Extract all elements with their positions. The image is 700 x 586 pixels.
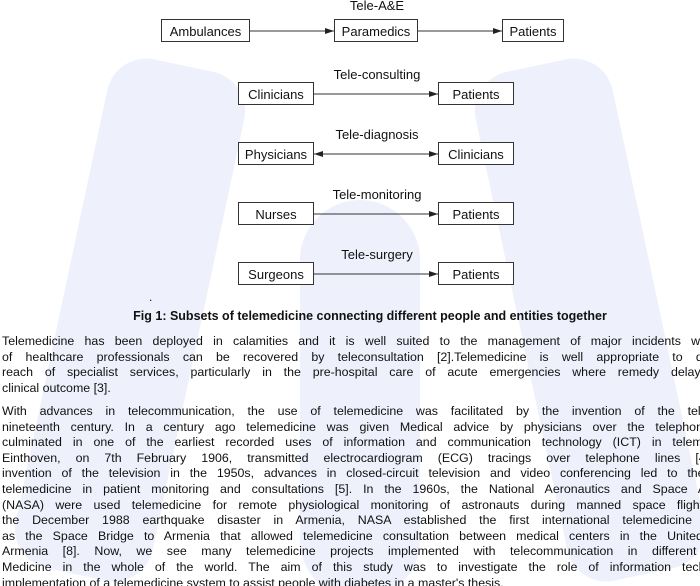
node-ambulances: Ambulances (161, 19, 250, 42)
text-line: telemedicine in patient monitoring and c… (2, 481, 700, 496)
stray-dot: . (149, 290, 153, 304)
node-patients: Patients (438, 82, 514, 105)
node-clinicians: Clinicians (238, 82, 314, 105)
row-title-tele-surgery: Tele-surgery (341, 247, 413, 262)
node-patients: Patients (438, 262, 514, 285)
row-title-tele-consulting: Tele-consulting (333, 67, 421, 82)
text-line: Einthoven, on 7th February 1906, transmi… (2, 450, 700, 465)
row-title-tele-ae: Tele-A&E (349, 0, 405, 13)
text-line: Medicine in the whole of the world. The … (2, 559, 700, 574)
node-nurses: Nurses (238, 202, 314, 225)
node-patients: Patients (438, 202, 514, 225)
paragraph-1: Telemedicine has been deployed in calami… (2, 334, 700, 396)
text-line: reach of specialist services, particular… (2, 365, 700, 380)
text-line: nineteenth century. In a century ago tel… (2, 419, 700, 434)
watermark (300, 200, 420, 586)
text-line: culminated in one of the earliest record… (2, 435, 700, 450)
text-line: Armenia [8]. Now, we see many telemedici… (2, 544, 700, 559)
text-line: of healthcare professionals can be recov… (2, 349, 700, 364)
text-line: (NASA) were used telemedicine for remote… (2, 497, 700, 512)
node-patients: Patients (502, 19, 564, 42)
text-line: clinical outcome [3]. (2, 380, 111, 395)
figure-caption: Fig 1: Subsets of telemedicine connectin… (133, 309, 607, 323)
text-line: With advances in telecommunication, the … (2, 404, 700, 418)
text-line: as the Space Bridge to Armenia that allo… (2, 528, 700, 543)
diagram-arrows (249, 28, 502, 277)
paragraph-2: With advances in telecommunication, the … (2, 404, 700, 586)
text-line: invention of the television in the 1950s… (2, 466, 700, 481)
text-line: implementation of a telemedicine system … (2, 575, 504, 586)
node-surgeons: Surgeons (238, 262, 314, 285)
node-paramedics: Paramedics (334, 19, 418, 42)
row-title-tele-monitoring: Tele-monitoring (332, 187, 422, 202)
node-physicians: Physicians (238, 142, 314, 165)
text-line: the December 1988 earthquake disaster in… (2, 513, 700, 528)
node-clinicians: Clinicians (438, 142, 514, 165)
row-title-tele-diagnosis: Tele-diagnosis (335, 127, 419, 142)
text-line: Telemedicine has been deployed in calami… (2, 334, 700, 348)
